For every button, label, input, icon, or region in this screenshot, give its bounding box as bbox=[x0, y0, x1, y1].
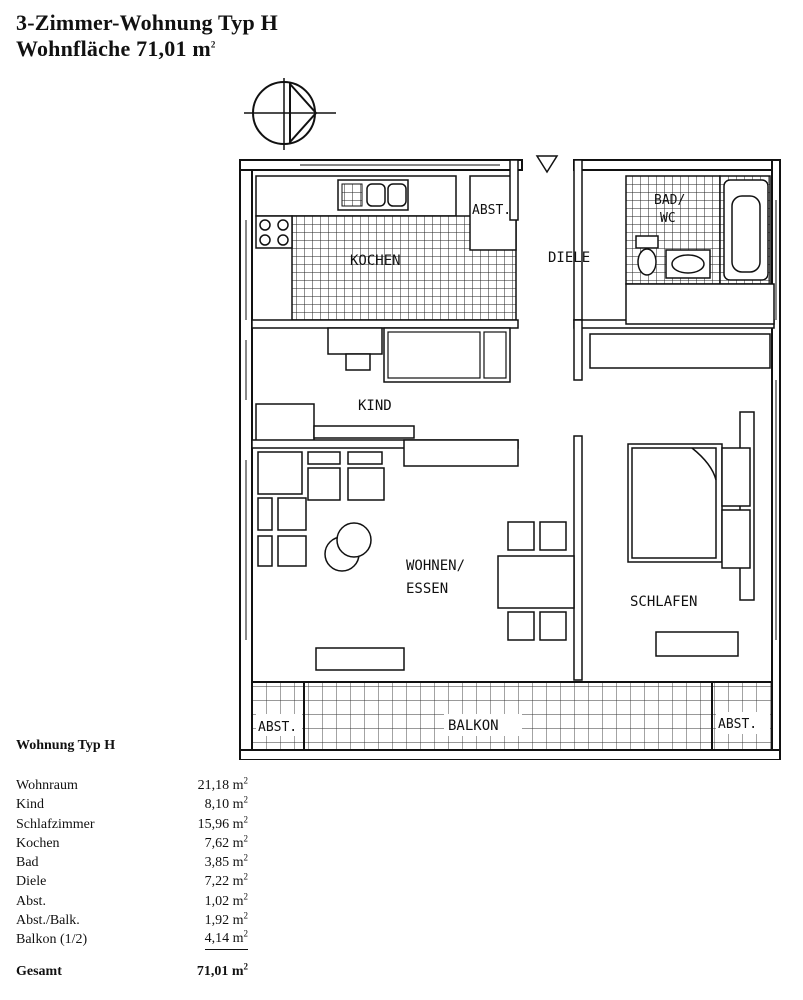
area-table: Wohnung Typ H Wohnraum 21,18 m2 Kind 8,10 m… bbox=[16, 738, 316, 981]
room-label-abst: ABST. bbox=[472, 203, 511, 218]
area-table-row: Bad 3,85 m2 bbox=[16, 853, 248, 872]
room-area: 15,96 m2 bbox=[197, 813, 248, 832]
kind-room: KIND bbox=[327, 327, 511, 414]
plan-title: 3-Zimmer-Wohnung Typ H bbox=[16, 10, 278, 35]
balcony-area: BALKON ABST. ABST. bbox=[251, 681, 773, 751]
room-label-abst-left: ABST. bbox=[258, 720, 297, 735]
area-table-row: Kind 8,10 m2 bbox=[16, 795, 248, 814]
room-label-schlafen: SCHLAFEN bbox=[630, 594, 697, 610]
square-superscript: 2 bbox=[210, 39, 216, 50]
room-area: 1,02 m2 bbox=[204, 891, 248, 909]
room-name: Kind bbox=[16, 797, 44, 813]
room-name: Schlafzimmer bbox=[16, 816, 95, 832]
plan-subtitle: Wohnfläche 71,01 m2 bbox=[16, 36, 216, 62]
bathtub-icon bbox=[723, 179, 769, 281]
room-area: 3,85 m2 bbox=[204, 852, 248, 871]
total-label: Gesamt bbox=[16, 963, 62, 979]
room-name: Kochen bbox=[16, 835, 60, 851]
room-name: Bad bbox=[16, 855, 39, 871]
stove-icon bbox=[255, 215, 293, 249]
area-table-row: Balkon (1/2) 4,14 m2 bbox=[16, 929, 248, 950]
double-bed-icon bbox=[627, 443, 751, 569]
kitchen-area: KOCHEN ABST. bbox=[255, 175, 517, 321]
room-name: Diele bbox=[16, 874, 47, 890]
bedroom: SCHLAFEN bbox=[627, 411, 755, 657]
area-table-total: Gesamt 71,01 m2 bbox=[16, 962, 248, 981]
floor-plan: KOCHEN ABST. BAD/ WC bbox=[239, 78, 781, 760]
dining-table-icon bbox=[497, 521, 575, 641]
area-table-row: Diele 7,22 m2 bbox=[16, 872, 248, 891]
room-area: 8,10 m2 bbox=[204, 794, 248, 813]
living-room: WOHNEN/ ESSEN bbox=[257, 451, 575, 671]
area-table-row: Wohnraum 21,18 m2 bbox=[16, 776, 248, 795]
room-label-bad: BAD/ bbox=[654, 193, 685, 208]
room-area: 4,14 m2 bbox=[204, 929, 248, 950]
room-area: 21,18 m2 bbox=[197, 775, 248, 793]
area-table-title: Wohnung Typ H bbox=[16, 738, 116, 753]
room-name: Wohnraum bbox=[16, 778, 78, 793]
room-label-kochen: KOCHEN bbox=[350, 253, 401, 269]
area-table-row: Abst./Balk. 1,92 m2 bbox=[16, 911, 248, 930]
window-marks bbox=[245, 164, 777, 640]
room-label-abst-right: ABST. bbox=[718, 717, 757, 732]
room-label-balkon: BALKON bbox=[448, 718, 499, 734]
area-table-row: Kochen 7,62 m2 bbox=[16, 834, 248, 853]
sofa-icon bbox=[257, 451, 385, 567]
area-table-row: Schlafzimmer 15,96 m2 bbox=[16, 813, 248, 834]
toilet-icon bbox=[635, 235, 659, 276]
entrance-marker-icon bbox=[535, 155, 559, 174]
compass-icon bbox=[244, 78, 336, 150]
living-area-text: Wohnfläche 71,01 m bbox=[16, 36, 211, 61]
sink-icon bbox=[337, 179, 409, 211]
room-name: Abst. bbox=[16, 893, 46, 909]
bathroom-area: BAD/ WC bbox=[625, 175, 775, 325]
interior-walls bbox=[251, 159, 775, 681]
round-table-icon bbox=[324, 522, 372, 572]
room-name: Balkon (1/2) bbox=[16, 932, 88, 948]
total-value: 71,01 m2 bbox=[196, 961, 248, 979]
room-label-diele: DIELE bbox=[548, 250, 590, 266]
room-name: Abst./Balk. bbox=[16, 913, 80, 929]
single-bed-icon bbox=[383, 327, 511, 383]
area-table-row: Abst. 1,02 m2 bbox=[16, 892, 248, 911]
room-area: 7,62 m2 bbox=[204, 833, 248, 851]
room-area: 7,22 m2 bbox=[204, 871, 248, 890]
area-table-rows: Wohnraum 21,18 m2 Kind 8,10 m2 Schlafzimmer 1… bbox=[16, 776, 316, 950]
room-label-wohnen: WOHNEN/ bbox=[406, 558, 465, 574]
room-label-essen: ESSEN bbox=[406, 581, 448, 597]
room-area: 1,92 m2 bbox=[204, 910, 248, 929]
room-label-kind: KIND bbox=[358, 398, 392, 414]
washbasin-icon bbox=[665, 249, 711, 279]
room-label-wc: WC bbox=[660, 211, 676, 226]
